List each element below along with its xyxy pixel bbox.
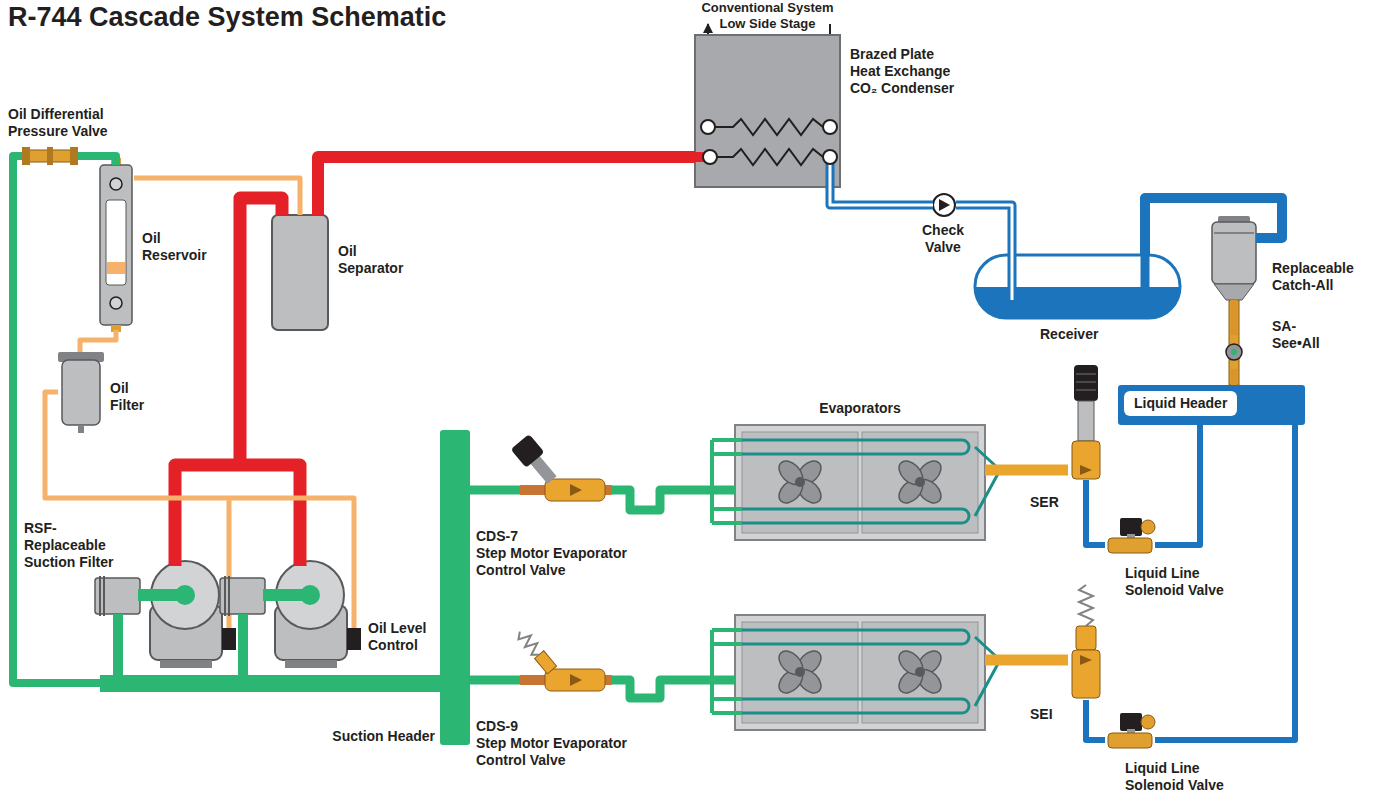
component-area: Liquid Line Solenoid Valve <box>1105 713 1155 753</box>
valve-label: Step Motor Evaporator Control Valve <box>476 545 666 579</box>
solenoid-valve-symbol <box>1108 518 1155 748</box>
component-area: Replaceable Catch-All <box>1212 222 1256 300</box>
pipe-line <box>1086 480 1105 545</box>
header-box: Suction Header <box>440 430 470 745</box>
control-label: Oil Level Control <box>368 620 448 654</box>
pipe-line <box>78 156 116 165</box>
valve-label: SEI <box>1030 706 1070 723</box>
stage-label: Conventional System Low Side Stage <box>690 0 845 32</box>
valve-label: Liquid Line Solenoid Valve <box>1125 760 1243 794</box>
filter-drier-symbol <box>1212 216 1256 385</box>
oil-system-symbols <box>22 147 328 628</box>
component-area: SEI <box>1068 585 1104 700</box>
component-area: CDS-7Step Motor Evaporator Control Valve <box>520 440 612 504</box>
condenser-symbol <box>695 24 840 187</box>
pipe-line <box>1231 300 1238 335</box>
pipe-connector <box>1086 700 1105 740</box>
component-area: Receiver <box>975 255 1180 318</box>
pipe-line <box>985 465 1068 476</box>
component-area: Brazed Plate Heat Exchange CO₂ Condenser <box>695 35 840 187</box>
header-box: Liquid Header <box>1124 391 1237 416</box>
pipe-line <box>1155 425 1200 545</box>
valve-label: CDS-7 <box>476 528 666 545</box>
pipe-line <box>1231 369 1238 385</box>
component-area: Check Valve <box>933 194 956 217</box>
pipe-line <box>956 205 1012 255</box>
pipe-connector <box>1234 369 1235 385</box>
valve-label: Oil Differential Pressure Valve <box>8 106 133 140</box>
pipe-connector <box>1086 480 1105 545</box>
component-area: Oil Filter <box>58 352 104 432</box>
pipe-connector <box>1145 198 1282 255</box>
pipe-line <box>318 157 695 215</box>
component-area: Oil Differential Pressure Valve <box>22 150 78 162</box>
pipe-connector <box>985 470 1068 471</box>
pipe-connector <box>13 156 440 683</box>
pipe-connector <box>612 490 735 510</box>
component-area: CDS-9Step Motor Evaporator Control Valve <box>520 630 612 694</box>
pipe-connector <box>470 490 520 491</box>
pipe-connector <box>318 157 695 215</box>
component-area: RSF- Replaceable Suction Filter <box>95 578 140 614</box>
pipe-line <box>45 392 354 628</box>
receiver-label: Receiver <box>1040 326 1130 343</box>
valve-label: CDS-9 <box>476 718 666 735</box>
evaporator-label: Evaporators <box>790 400 930 417</box>
pipe-line <box>80 330 116 352</box>
pipe-core <box>956 205 1012 255</box>
pipe-line <box>470 486 520 495</box>
pipe-connector <box>80 330 116 352</box>
pipe-line <box>13 156 440 683</box>
separator-label: Oil Separator <box>338 243 423 277</box>
pipe-connector <box>1234 300 1235 335</box>
reservoir-label: Oil Reservoir <box>142 230 212 264</box>
header-box: Liquid Header <box>1118 385 1305 425</box>
pipe-connector <box>956 205 1012 255</box>
component-area: Evaporators <box>735 425 985 540</box>
pipe-connector <box>830 187 933 205</box>
component-area: Liquid Line Solenoid Valve <box>1105 518 1155 558</box>
valve-label: Step Motor Evaporator Control Valve <box>476 735 666 769</box>
pipe-connector <box>134 178 300 215</box>
valve-label: SER <box>1030 494 1070 511</box>
pipe-connector <box>45 392 354 628</box>
condenser-label: Brazed Plate Heat Exchange CO₂ Condenser <box>850 46 968 97</box>
component-area: Oil Separator <box>272 215 328 330</box>
pipe-line <box>470 676 520 685</box>
pipe-line <box>612 490 735 510</box>
component-area: Oil Level Control <box>347 628 361 650</box>
component-area: SA- See•All <box>1224 335 1244 369</box>
receiver-tank <box>975 255 1180 318</box>
diagram-title: R-744 Cascade System Schematic <box>8 2 446 33</box>
compressor-symbol <box>95 198 470 692</box>
pipe-connector <box>78 156 116 165</box>
component-area: Oil Reservoir <box>98 165 134 330</box>
pipe-line <box>1145 198 1282 255</box>
header-box: Suction Header <box>300 728 435 745</box>
pipe-line <box>1086 700 1105 740</box>
pipe-line <box>830 187 933 205</box>
pipe-core <box>830 187 933 205</box>
pipe-connector <box>470 680 520 681</box>
check-valve-symbol <box>933 194 955 216</box>
filter-label: Replaceable Catch-All <box>1272 260 1372 294</box>
filter-label: Oil Filter <box>110 380 165 414</box>
sight-glass-label: SA- See•All <box>1272 318 1342 352</box>
component-area: SER <box>1068 365 1104 480</box>
pipe-connector <box>1155 425 1200 545</box>
valve-label: Liquid Line Solenoid Valve <box>1125 565 1243 599</box>
evaporator-symbol <box>612 425 1068 730</box>
valve-label: Check Valve <box>912 222 974 256</box>
pipe-line <box>134 178 300 215</box>
filter-label: RSF- Replaceable Suction Filter <box>24 520 124 571</box>
